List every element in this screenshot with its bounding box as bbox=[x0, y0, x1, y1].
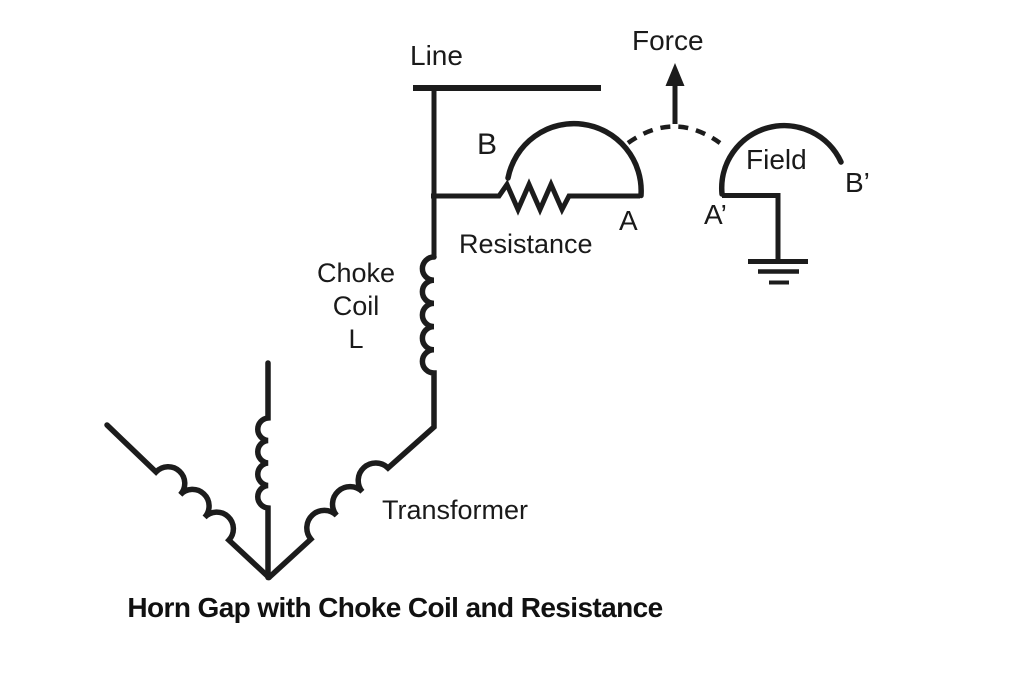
arc-path-dashed bbox=[626, 124, 722, 145]
force-arrow-head-icon bbox=[665, 63, 685, 86]
resistance-label: Resistance bbox=[459, 229, 593, 259]
earth-lead-wire bbox=[722, 193, 781, 259]
transformer-left-winding bbox=[104, 422, 272, 581]
line-label: Line bbox=[410, 40, 463, 71]
electrode-a-prime-label: A’ bbox=[704, 199, 727, 230]
choke-coil-label-line2: Coil bbox=[332, 291, 380, 321]
transformer-label: Transformer bbox=[382, 495, 529, 525]
choke-coil-label-line3: L bbox=[348, 324, 364, 354]
choke-coil-label: Choke Coil L bbox=[301, 257, 411, 356]
electrode-a-label: A bbox=[619, 205, 638, 236]
electrode-b-label: B bbox=[477, 128, 498, 161]
figure-caption: Horn Gap with Choke Coil and Resistance bbox=[127, 592, 663, 623]
horn-electrode-left bbox=[505, 120, 644, 199]
transformer-middle-winding bbox=[255, 360, 271, 581]
horn-electrode-right bbox=[718, 122, 844, 197]
choke-coil-and-right-winding bbox=[266, 254, 437, 581]
resistor-element bbox=[431, 178, 640, 216]
choke-coil-label-line1: Choke bbox=[316, 258, 396, 288]
force-label: Force bbox=[632, 25, 704, 56]
electrode-b-prime-label: B’ bbox=[845, 167, 870, 198]
field-label: Field bbox=[746, 144, 807, 175]
